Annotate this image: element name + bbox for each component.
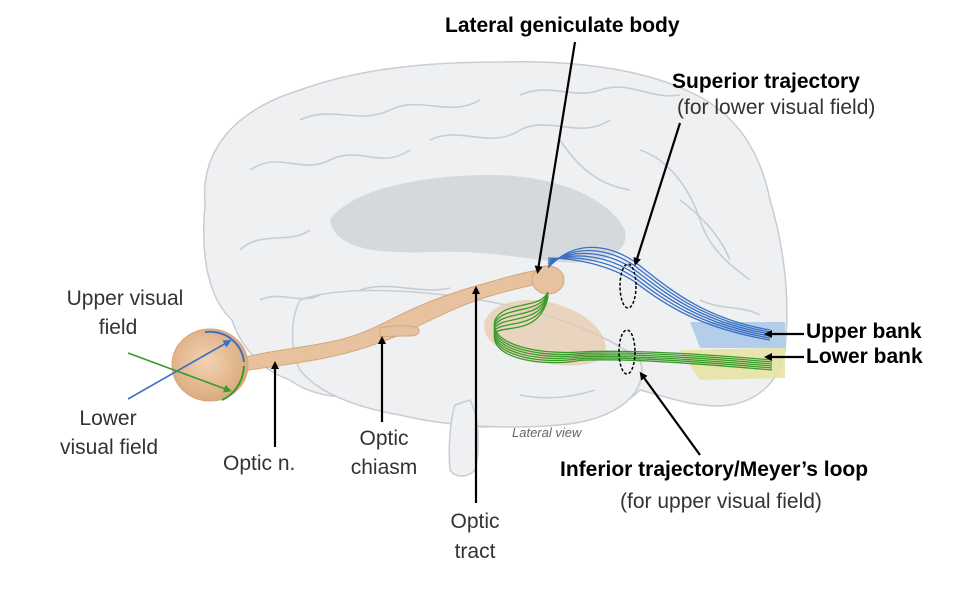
label-upper-visual-1: Upper visual <box>66 287 184 310</box>
deep-structure-shading <box>330 175 626 263</box>
arrow-inferior <box>639 371 701 456</box>
inferior-fiber <box>493 295 773 369</box>
label-upper-bank: Upper bank <box>806 320 922 343</box>
label-lower-visual-1: Lower <box>79 407 137 430</box>
superior-fiber <box>547 255 771 337</box>
label-inferior-sub: (for upper visual field) <box>620 490 822 513</box>
label-upper-visual-2: field <box>98 316 138 339</box>
sulcus-line <box>679 199 731 261</box>
label-optic-nerve: Optic n. <box>223 452 296 475</box>
sulcus-line <box>519 389 596 399</box>
label-optic-tract-2: tract <box>454 540 496 563</box>
brain <box>202 60 788 477</box>
inferior-fiber <box>493 293 773 365</box>
superior-fibers <box>547 246 771 341</box>
sulcus-line <box>259 294 321 301</box>
sulcus-line <box>519 86 681 97</box>
eye <box>127 328 249 402</box>
inferior-fiber <box>493 292 773 363</box>
brain-sulci <box>239 86 761 399</box>
sulcus-line <box>239 229 311 251</box>
sulcus-line <box>559 139 631 191</box>
retina-upper-arc <box>204 330 245 363</box>
label-lower-visual-2: visual field <box>59 436 159 459</box>
sulcus-line <box>429 119 611 141</box>
label-superior-title: Superior trajectory <box>672 70 860 93</box>
superior-fiber <box>547 252 771 335</box>
arrow-superior <box>633 122 682 266</box>
label-lateral-view: Lateral view <box>512 425 582 440</box>
inferior-fiber <box>493 291 773 361</box>
label-lower-bank: Lower bank <box>806 345 923 368</box>
sulcus-line <box>359 285 451 291</box>
superior-trajectory-marker <box>619 263 637 309</box>
label-optic-tract-1: Optic <box>450 510 500 533</box>
superior-fiber <box>547 257 771 339</box>
superior-fiber <box>547 257 771 341</box>
inferior-trajectory-marker <box>618 329 636 375</box>
optic-chiasm-shape <box>379 325 420 338</box>
upper-field-ray <box>127 340 232 400</box>
sulcus-line <box>639 149 751 281</box>
sulcus-line <box>249 149 411 171</box>
sulcus-line <box>699 299 761 316</box>
lower-field-ray <box>127 352 232 393</box>
label-superior-sub: (for lower visual field) <box>677 96 876 119</box>
label-lateral-geniculate: Lateral geniculate body <box>445 14 680 37</box>
label-optic-chiasm-1: Optic <box>359 427 409 450</box>
lower-bank-region <box>680 348 785 380</box>
label-inferior-title: Inferior trajectory/Meyer’s loop <box>560 458 869 481</box>
inferior-fiber <box>493 296 773 371</box>
lgn-shape <box>531 265 565 295</box>
superior-fiber <box>547 249 771 333</box>
brainstem <box>448 399 480 477</box>
retina-lower-arc <box>221 365 245 401</box>
arrow-lgn <box>534 41 577 274</box>
inferior-fiber <box>493 294 773 367</box>
optic-pathway <box>234 265 565 373</box>
pointer-arrows <box>271 41 804 503</box>
inferior-fibers <box>493 291 773 371</box>
label-optic-chiasm-2: chiasm <box>350 456 418 479</box>
sulcus-line <box>299 99 481 121</box>
